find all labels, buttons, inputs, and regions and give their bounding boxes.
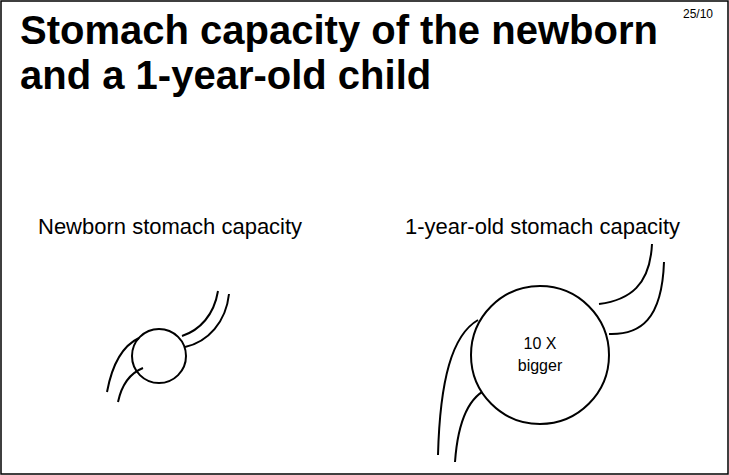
circle-outline	[470, 285, 610, 425]
stomach-caption: 1-year-old stomach capacity	[405, 214, 680, 240]
one-year-stomach	[438, 244, 664, 462]
slide-title: Stomach capacity of the newborn and a 1-…	[20, 8, 700, 98]
newborn-stomach	[107, 291, 229, 402]
page-number: 25/10	[683, 7, 713, 21]
stomach-caption: Newborn stomach capacity	[38, 214, 302, 240]
stomach-size-text: 10 X bigger	[509, 333, 571, 377]
stomach-circle: 10 X bigger	[470, 285, 610, 425]
